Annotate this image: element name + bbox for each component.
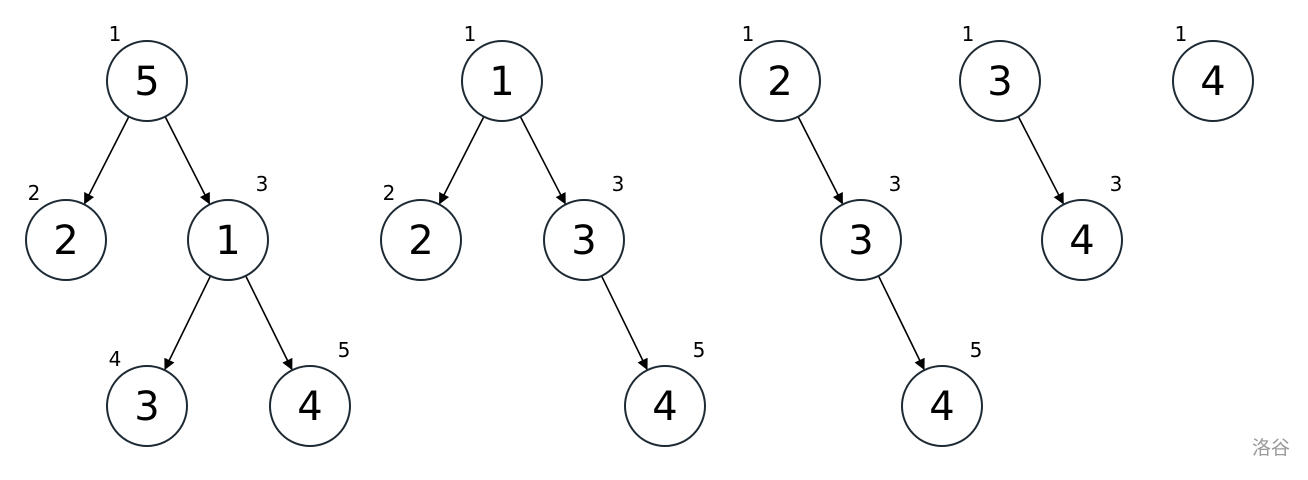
- node-value: 1: [489, 59, 514, 105]
- node-index: 2: [28, 181, 41, 205]
- node-value: 4: [297, 384, 322, 430]
- edges-layer: [83, 116, 1064, 371]
- node-value: 3: [848, 218, 873, 264]
- node-index: 3: [889, 172, 902, 196]
- node-value: 1: [215, 218, 240, 264]
- tree-node: 31: [959, 22, 1041, 122]
- tree-node: 34: [106, 347, 188, 447]
- tree-node: 45: [269, 338, 351, 447]
- node-value: 4: [1200, 59, 1225, 105]
- node-index: 4: [109, 347, 122, 371]
- node-circle: [1041, 199, 1123, 281]
- tree-edge: [1017, 116, 1064, 205]
- node-value: 4: [652, 384, 677, 430]
- node-index: 3: [612, 172, 625, 196]
- node-circle: [959, 40, 1041, 122]
- node-value: 2: [408, 218, 433, 264]
- tree-edge: [600, 275, 648, 371]
- tree-node: 33: [543, 172, 625, 281]
- node-circle: [624, 365, 706, 447]
- tree-node: 45: [624, 338, 706, 447]
- tree-edge: [164, 275, 212, 371]
- node-value: 4: [929, 384, 954, 430]
- tree-edge: [519, 116, 566, 205]
- tree-node: 21: [739, 22, 821, 122]
- node-circle: [106, 365, 188, 447]
- node-circle: [739, 40, 821, 122]
- node-value: 2: [53, 218, 78, 264]
- tree-edge: [244, 275, 293, 371]
- node-circle: [1172, 40, 1254, 122]
- node-circle: [106, 40, 188, 122]
- tree-node: 11: [461, 22, 543, 122]
- node-value: 3: [987, 59, 1012, 105]
- node-circle: [461, 40, 543, 122]
- tree-edge: [164, 116, 211, 205]
- node-index: 5: [693, 338, 706, 362]
- tree-node: 33: [820, 172, 902, 281]
- node-circle: [901, 365, 983, 447]
- node-circle: [269, 365, 351, 447]
- node-index: 1: [464, 22, 477, 46]
- tree-node: 51: [106, 22, 188, 122]
- node-circle: [187, 199, 269, 281]
- node-index: 1: [1175, 22, 1188, 46]
- node-index: 5: [970, 338, 983, 362]
- node-index: 1: [742, 22, 755, 46]
- tree-node: 13: [187, 172, 269, 281]
- tree-node: 22: [380, 181, 462, 281]
- node-index: 1: [962, 22, 975, 46]
- node-index: 1: [109, 22, 122, 46]
- tree-node: 22: [25, 181, 107, 281]
- tree-node: 45: [901, 338, 983, 447]
- node-index: 3: [1110, 172, 1123, 196]
- node-circle: [380, 199, 462, 281]
- node-value: 4: [1069, 218, 1094, 264]
- watermark: 洛谷: [1251, 437, 1290, 459]
- tree-edge: [83, 116, 130, 205]
- tree-edge: [877, 275, 925, 371]
- node-index: 5: [338, 338, 351, 362]
- node-circle: [25, 199, 107, 281]
- node-value: 3: [571, 218, 596, 264]
- tree-edge: [438, 116, 485, 205]
- node-value: 2: [767, 59, 792, 105]
- node-index: 3: [256, 172, 269, 196]
- node-circle: [820, 199, 902, 281]
- node-index: 2: [383, 181, 396, 205]
- tree-node: 43: [1041, 172, 1123, 281]
- node-value: 3: [134, 384, 159, 430]
- tree-edge: [797, 116, 844, 205]
- tree-node: 41: [1172, 22, 1254, 122]
- node-circle: [543, 199, 625, 281]
- node-value: 5: [134, 59, 159, 105]
